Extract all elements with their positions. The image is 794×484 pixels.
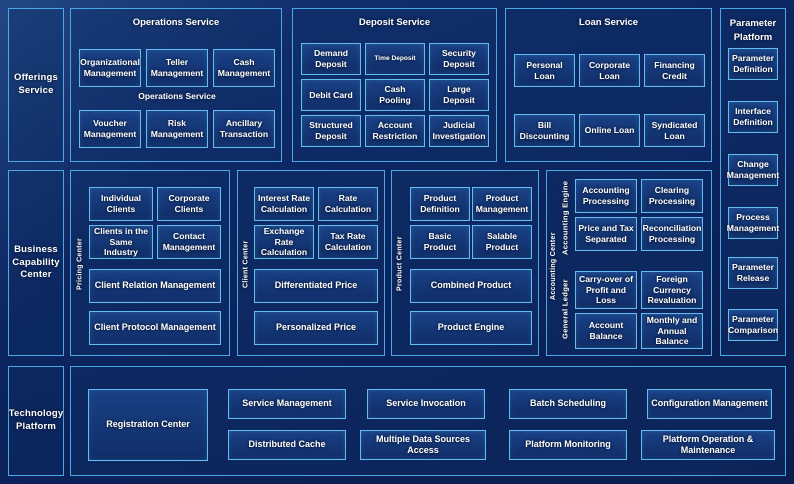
tile-process-management[interactable]: Process Management [727, 207, 779, 239]
group-title-deposit-service: Deposit Service [358, 17, 431, 28]
tile-account-balance[interactable]: Account Balance [575, 313, 637, 349]
tile-platform-operation-maintenance[interactable]: Platform Operation & Maintenance [641, 430, 775, 460]
tile-batch-scheduling[interactable]: Batch Scheduling [509, 389, 627, 419]
tile-teller-management[interactable]: Teller Management [146, 49, 208, 87]
tile-client-relation-management[interactable]: Client Relation Management [89, 269, 221, 303]
tile-personal-loan[interactable]: Personal Loan [514, 54, 575, 87]
row-label-technology-platform: Technology Platform [8, 366, 64, 476]
tile-carry-over-of-profit-and-loss[interactable]: Carry-over of Profit and Loss [575, 271, 637, 309]
tile-voucher-management[interactable]: Voucher Management [79, 110, 141, 148]
tile-demand-deposit[interactable]: Demand Deposit [301, 43, 361, 75]
group-accounting-center: Accounting Center Accounting Engine Gene… [546, 170, 712, 356]
tile-time-deposit[interactable]: Time Deposit [365, 43, 425, 75]
rail-label-accounting-center: Accounting Center [550, 232, 557, 300]
tile-syndicated-loan[interactable]: Syndicated Loan [644, 114, 705, 147]
tile-parameter-comparison[interactable]: Parameter Comparison [728, 309, 778, 341]
group-pricing-center: Client Center Interest Rate Calculation … [237, 170, 385, 356]
tile-differentiated-price[interactable]: Differentiated Price [254, 269, 378, 303]
tile-ancillary-transaction[interactable]: Ancillary Transaction [213, 110, 275, 148]
tile-accounting-processing[interactable]: Accounting Processing [575, 179, 637, 213]
group-operations-service: Operations Service Organizational Manage… [70, 8, 282, 162]
tile-change-management[interactable]: Change Management [727, 154, 779, 186]
tile-rate-calculation[interactable]: Rate Calculation [318, 187, 378, 221]
tile-service-management[interactable]: Service Management [228, 389, 346, 419]
tile-parameter-release[interactable]: Parameter Release [728, 257, 778, 289]
tile-salable-product[interactable]: Salable Product [472, 225, 532, 259]
tile-judicial-investigation[interactable]: Judicial Investigation [429, 115, 489, 147]
group-title-loan-service: Loan Service [578, 17, 639, 28]
tile-clients-in-the-same-industry[interactable]: Clients in the Same Industry [89, 225, 153, 259]
tile-product-engine[interactable]: Product Engine [410, 311, 532, 345]
tile-interest-rate-calculation[interactable]: Interest Rate Calculation [254, 187, 314, 221]
group-client-center: Pricing Center Individual Clients Corpor… [70, 170, 230, 356]
tile-tax-rate-calculation[interactable]: Tax Rate Calculation [318, 225, 378, 259]
tile-price-and-tax-separated[interactable]: Price and Tax Separated [575, 217, 637, 251]
tile-multiple-data-sources-access[interactable]: Multiple Data Sources Access [360, 430, 486, 460]
tile-combined-product[interactable]: Combined Product [410, 269, 532, 303]
tile-online-loan[interactable]: Online Loan [579, 114, 640, 147]
group-title-parameter-platform: Parameter Platform [729, 18, 777, 44]
tile-product-management[interactable]: Product Management [472, 187, 532, 221]
rail-label-product-center: Product Center [396, 236, 404, 292]
tile-organizational-management[interactable]: Organizational Management [79, 49, 141, 87]
row-label-offerings-service: Offerings Service [8, 8, 64, 162]
group-product-center: Product Center Product Definition Produc… [391, 170, 539, 356]
tile-account-restriction[interactable]: Account Restriction [365, 115, 425, 147]
tile-debit-card[interactable]: Debit Card [301, 79, 361, 111]
tile-monthly-and-annual-balance[interactable]: Monthly and Annual Balance [641, 313, 703, 349]
group-loan-service: Loan Service Personal Loan Corporate Loa… [505, 8, 712, 162]
tile-configuration-management[interactable]: Configuration Management [647, 389, 772, 419]
group-deposit-service: Deposit Service Demand Deposit Time Depo… [292, 8, 497, 162]
tile-large-deposit[interactable]: Large Deposit [429, 79, 489, 111]
tile-corporate-clients[interactable]: Corporate Clients [157, 187, 221, 221]
group-subtitle-operations-service: Operations Service [138, 91, 216, 101]
group-title-operations-service: Operations Service [132, 17, 220, 28]
tile-parameter-definition[interactable]: Parameter Definition [728, 48, 778, 80]
tile-bill-discounting[interactable]: Bill Discounting [514, 114, 575, 147]
tile-product-definition[interactable]: Product Definition [410, 187, 470, 221]
tile-distributed-cache[interactable]: Distributed Cache [228, 430, 346, 460]
tile-service-invocation[interactable]: Service Invocation [367, 389, 485, 419]
tile-clearing-processing[interactable]: Clearing Processing [641, 179, 703, 213]
tile-cash-pooling[interactable]: Cash Pooling [365, 79, 425, 111]
tile-interface-definition[interactable]: Interface Definition [728, 101, 778, 133]
rail-label-pricing-center: Pricing Center [76, 237, 84, 291]
row-label-business-capability-center: Business Capability Center [8, 170, 64, 356]
group-parameter-platform: Parameter Platform Parameter Definition … [720, 8, 786, 356]
tile-individual-clients[interactable]: Individual Clients [89, 187, 153, 221]
tile-structured-deposit[interactable]: Structured Deposit [301, 115, 361, 147]
tile-financing-credit[interactable]: Financing Credit [644, 54, 705, 87]
tile-reconciliation-processing[interactable]: Reconciliation Processing [641, 217, 703, 251]
tile-cash-management[interactable]: Cash Management [213, 49, 275, 87]
tile-contact-management[interactable]: Contact Management [157, 225, 221, 259]
rail-label-client-center: Client Center [242, 240, 250, 288]
tile-risk-management[interactable]: Risk Management [146, 110, 208, 148]
rail-label-accounting-engine: Accounting Engine [560, 180, 570, 256]
tile-exchange-rate-calculation[interactable]: Exchange Rate Calculation [254, 225, 314, 259]
tile-personalized-price[interactable]: Personalized Price [254, 311, 378, 345]
group-technology-platform: Registration Center Service Management S… [70, 366, 786, 476]
rail-label-general-ledger: General Ledger [560, 279, 570, 339]
tile-basic-product[interactable]: Basic Product [410, 225, 470, 259]
tile-security-deposit[interactable]: Security Deposit [429, 43, 489, 75]
tile-client-protocol-management[interactable]: Client Protocol Management [89, 311, 221, 345]
tile-corporate-loan[interactable]: Corporate Loan [579, 54, 640, 87]
tile-registration-center[interactable]: Registration Center [88, 389, 208, 461]
tile-foreign-currency-revaluation[interactable]: Foreign Currency Revaluation [641, 271, 703, 309]
tile-platform-monitoring[interactable]: Platform Monitoring [509, 430, 627, 460]
